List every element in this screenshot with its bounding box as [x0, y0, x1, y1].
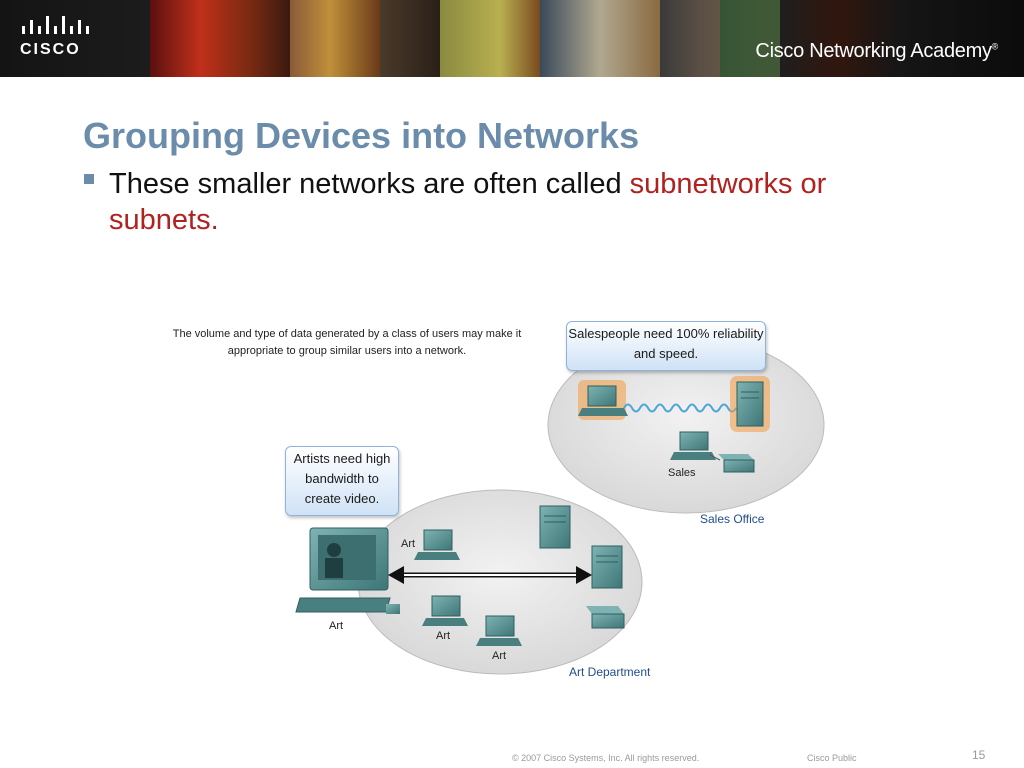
cisco-bridge-icon — [22, 16, 89, 34]
banner-shade — [700, 0, 1024, 77]
academy-brand: Cisco Networking Academy® — [755, 40, 998, 62]
footer-classification: Cisco Public — [807, 753, 857, 763]
art-label-2: Art — [329, 620, 344, 632]
art-video-workstation-icon — [295, 527, 400, 614]
cisco-logo: CISCO — [20, 14, 100, 64]
art-label-1: Art — [401, 538, 416, 550]
bullet-highlight: subnetworks or subnets. — [109, 168, 827, 236]
wireless-link — [623, 403, 737, 413]
art-label-4: Art — [492, 650, 507, 662]
bullet-square-icon — [84, 174, 94, 184]
art-computer-1-icon — [414, 529, 460, 560]
art-department-label: Art Department — [569, 665, 651, 679]
header-banner: CISCO Cisco Networking Academy® — [0, 0, 1024, 77]
bullet-point: These smaller networks are often called … — [84, 166, 944, 238]
sales-label: Sales — [668, 467, 696, 479]
page-number: 15 — [972, 748, 986, 762]
diagram-caption: The volume and type of data generated by… — [172, 328, 522, 357]
sales-office-label: Sales Office — [700, 512, 765, 526]
academy-text: Cisco Networking Academy — [755, 40, 992, 62]
footer-copyright: © 2007 Cisco Systems, Inc. All rights re… — [512, 753, 700, 763]
art-printer-icon — [586, 606, 625, 629]
sales-callout: Salespeople need 100% reliability and sp… — [566, 321, 766, 371]
bullet-prefix: These smaller networks are often called — [109, 168, 622, 200]
bullet-text: These smaller networks are often called … — [109, 166, 929, 238]
slide-title: Grouping Devices into Networks — [83, 115, 640, 156]
art-server-1-icon — [539, 505, 571, 549]
cisco-wordmark: CISCO — [20, 41, 81, 58]
sales-laptop-2-icon — [670, 431, 716, 460]
art-server-2-icon — [591, 545, 623, 589]
art-callout: Artists need high bandwidth to create vi… — [285, 446, 399, 516]
art-computer-3-icon — [476, 615, 522, 646]
art-computer-2-icon — [422, 595, 468, 626]
network-diagram — [295, 336, 825, 675]
sales-server-icon — [730, 376, 770, 432]
sales-laptop-icon — [578, 380, 628, 420]
bandwidth-arrow — [388, 566, 592, 584]
art-label-3: Art — [436, 630, 451, 642]
sales-printer-icon — [709, 454, 755, 473]
